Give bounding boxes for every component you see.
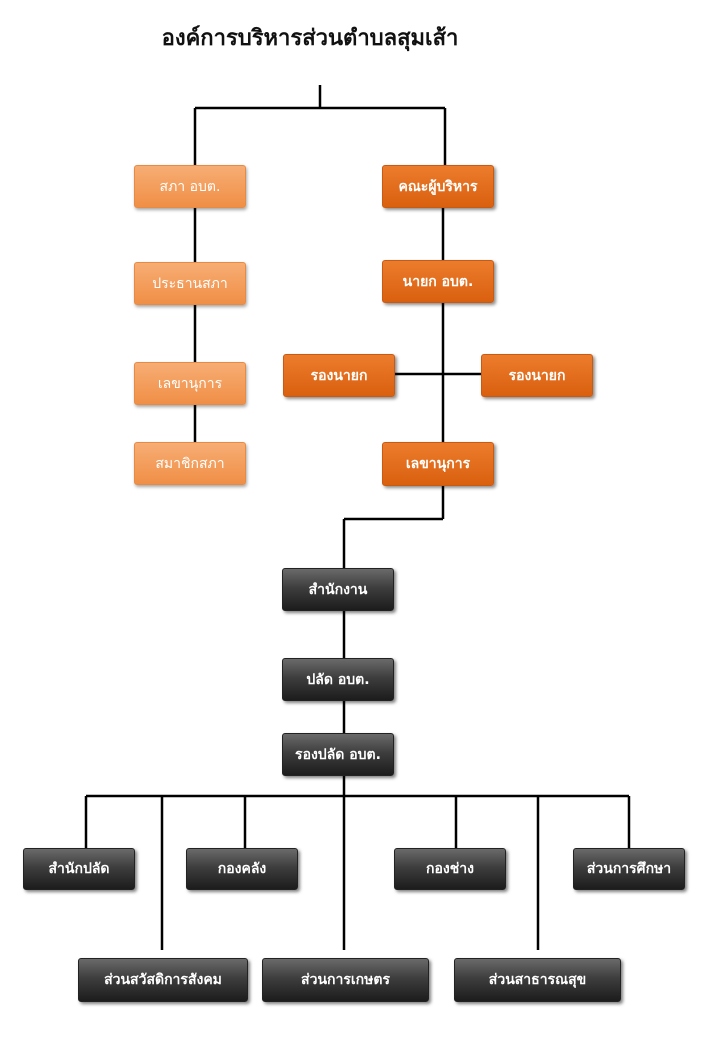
council-box: สภา อบต.	[134, 165, 246, 208]
department-box-clerk-office: สำนักปลัด	[23, 848, 135, 890]
council-member-box: สมาชิกสภา	[134, 442, 246, 485]
chief-clerk-box: ปลัด อบต.	[282, 658, 394, 701]
council-president-box: ประธานสภา	[134, 262, 246, 305]
bureau-box: สำนักงาน	[282, 568, 394, 611]
executive-secretary-box: เลขานุการ	[382, 442, 494, 486]
department-box-agriculture: ส่วนการเกษตร	[262, 958, 429, 1002]
deputy-mayor-left-box: รองนายก	[283, 354, 395, 397]
department-box-public-health: ส่วนสาธารณสุข	[454, 958, 621, 1002]
department-box-education: ส่วนการศึกษา	[573, 848, 685, 890]
deputy-clerk-box: รองปลัด อบต.	[282, 733, 394, 776]
council-secretary-box: เลขานุการ	[134, 362, 246, 405]
department-box-engineering: กองช่าง	[394, 848, 506, 890]
mayor-box: นายก อบต.	[382, 260, 494, 303]
chart-title: องค์การบริหารส่วนตำบลสุมเส้า	[161, 26, 459, 51]
department-box-social-welfare: ส่วนสวัสดิการสังคม	[78, 958, 248, 1002]
executive-board-box: คณะผู้บริหาร	[382, 165, 494, 208]
deputy-mayor-right-box: รองนายก	[481, 354, 593, 397]
department-box-finance: กองคลัง	[186, 848, 298, 890]
